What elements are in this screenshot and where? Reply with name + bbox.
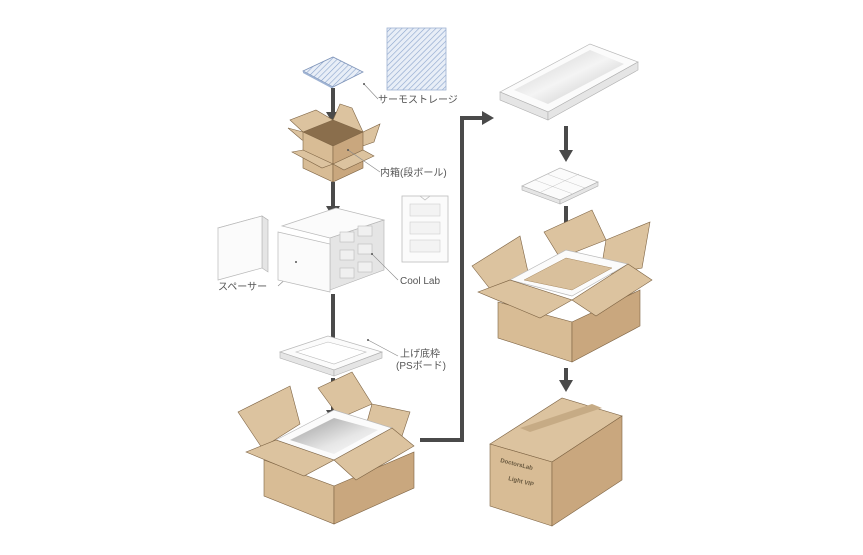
inner-box-label: 内箱(段ボール) (347, 149, 447, 179)
cool-lab-tray (521, 167, 599, 205)
cool-lab-label-text: Cool Lab (400, 276, 440, 287)
raised-bottom-frame (278, 335, 384, 377)
connector-arrow (420, 111, 494, 442)
inner-box-label-text: 内箱(段ボール) (380, 166, 447, 179)
arrow-down-r3 (559, 368, 573, 392)
thermo-storage-label-text: サーモストレージ (378, 94, 458, 106)
cool-lab-label: Cool Lab (371, 253, 440, 287)
final-sealed-box: DoctorsLab Light VIP (489, 397, 623, 527)
outer-box-with-liner (237, 371, 415, 525)
raised-frame-label-line1: 上げ底枠 (400, 347, 440, 360)
thermo-storage-label: サーモストレージ (363, 83, 458, 106)
cool-lab-assembly (277, 207, 386, 293)
spacer-label-text: スペーサー (218, 281, 267, 293)
cool-lab-panel (401, 195, 449, 263)
spacer-panel (217, 215, 269, 281)
thermo-storage-pad-tilted (302, 56, 364, 89)
raised-frame-label: 上げ底枠 (PSボード) (367, 339, 446, 372)
right-open-box (471, 209, 653, 363)
thermo-storage-pad-front (386, 27, 447, 91)
inner-box (287, 103, 381, 183)
raised-frame-label-line2: (PSボード) (396, 360, 446, 372)
arrow-down-r1 (559, 126, 573, 162)
foam-lid (499, 43, 639, 121)
